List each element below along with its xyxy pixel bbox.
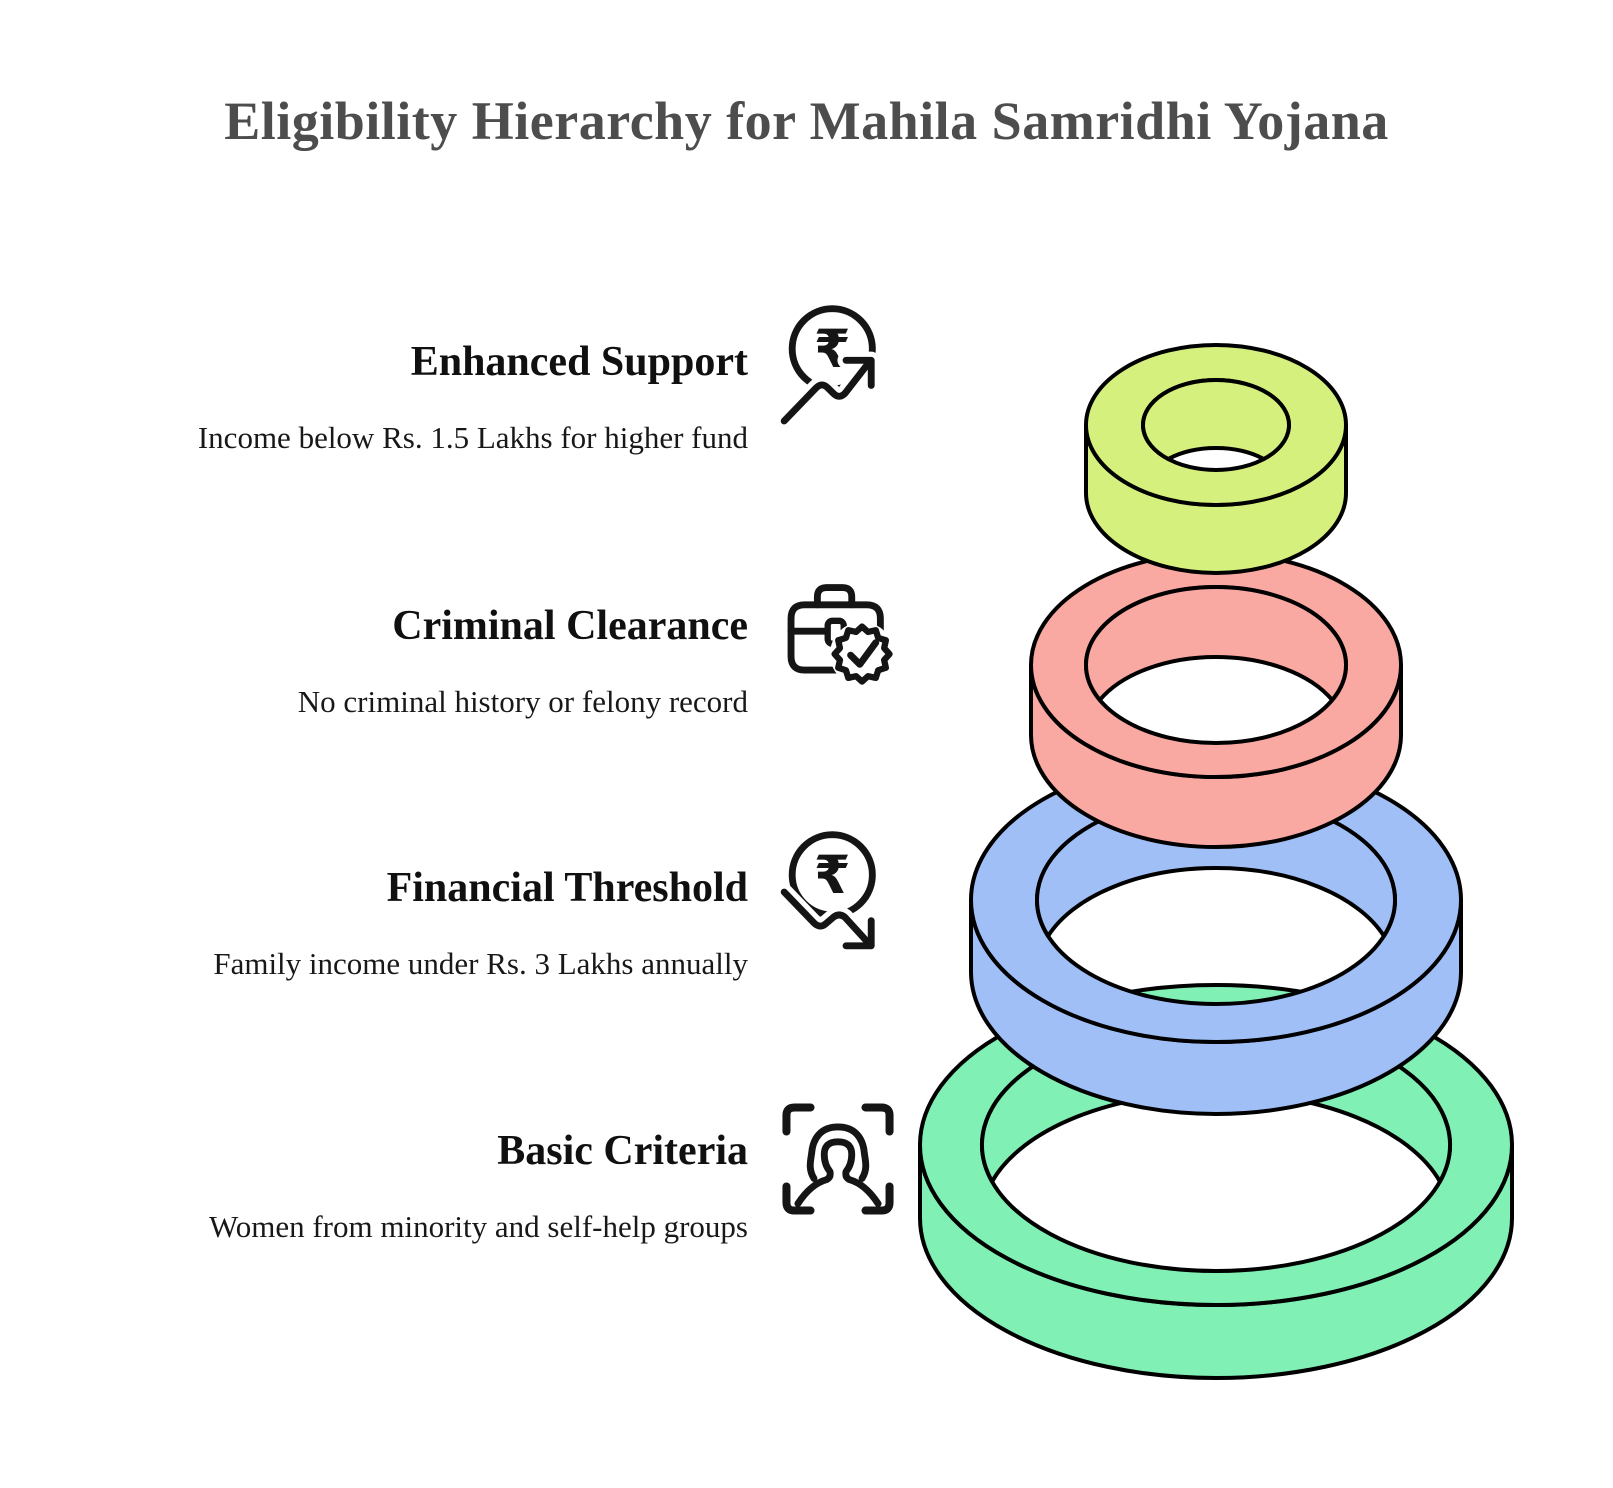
ring-enhanced-support xyxy=(1084,343,1348,575)
woman-face-scan-icon xyxy=(775,1096,901,1222)
section-title: Enhanced Support xyxy=(410,339,748,385)
rings-pyramid-diagram xyxy=(878,320,1538,1380)
ring-criminal-clearance xyxy=(1029,551,1403,849)
rupee-symbol: ₹ xyxy=(814,319,851,380)
section-title: Financial Threshold xyxy=(386,865,748,911)
rupee-trend-up-icon: ₹ xyxy=(775,303,901,429)
section-enhanced-support: Enhanced Support Income below Rs. 1.5 La… xyxy=(0,340,748,456)
rupee-symbol: ₹ xyxy=(814,845,851,906)
section-description: Income below Rs. 1.5 Lakhs for higher fu… xyxy=(197,420,748,456)
section-criminal-clearance: Criminal Clearance No criminal history o… xyxy=(0,604,748,720)
section-description: Family income under Rs. 3 Lakhs annually xyxy=(213,946,748,982)
section-description: Women from minority and self-help groups xyxy=(208,1209,748,1245)
briefcase-check-icon xyxy=(775,567,901,693)
page-title: Eligibility Hierarchy for Mahila Samridh… xyxy=(224,91,1389,151)
section-title: Criminal Clearance xyxy=(392,603,748,649)
section-description: No criminal history or felony record xyxy=(297,684,748,720)
section-title: Basic Criteria xyxy=(497,1128,748,1174)
section-financial-threshold: Financial Threshold Family income under … xyxy=(0,866,748,982)
rupee-trend-down-icon: ₹ xyxy=(775,829,901,955)
section-basic-criteria: Basic Criteria Women from minority and s… xyxy=(0,1129,748,1245)
